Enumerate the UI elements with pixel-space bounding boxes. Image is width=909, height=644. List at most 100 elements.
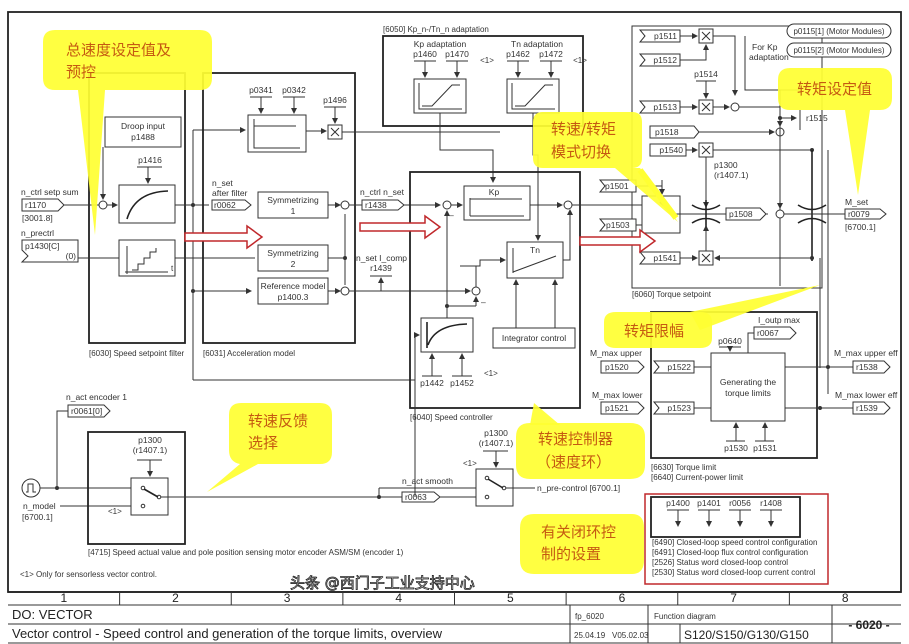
sum-nset xyxy=(340,200,350,210)
column-number-4: 4 xyxy=(395,591,402,605)
ts-switch-r: (r1407.1) xyxy=(714,170,749,180)
settings-highlight xyxy=(644,493,829,585)
settings-param-r1408: r1408 xyxy=(760,498,782,508)
sym2-num: 2 xyxy=(291,259,296,269)
diagram-title: Vector control - Speed control and gener… xyxy=(12,626,443,641)
tn-box xyxy=(506,241,564,279)
tn-note: <1> xyxy=(573,56,587,65)
p1512-connector xyxy=(638,53,681,67)
sw2-p: p1300 xyxy=(484,428,508,438)
speed-actual-value: n_act encoder 1 r0061[0] n_model [6700.1… xyxy=(20,392,620,579)
do-label: DO: VECTOR xyxy=(12,607,93,622)
column-number-6: 6 xyxy=(619,591,626,605)
p1540-text: p1540 xyxy=(659,145,683,155)
p1430-text: p1430[C] xyxy=(25,241,60,251)
nmodel-ref: [6700.1] xyxy=(22,512,53,522)
smoothing-box xyxy=(420,317,474,353)
settings-param-p1401: p1401 xyxy=(697,498,721,508)
ioutp-label: I_outp max xyxy=(758,315,801,325)
p1496: p1496 xyxy=(323,95,347,105)
p1514: p1514 xyxy=(694,69,718,79)
p1472: p1472 xyxy=(539,49,563,59)
r1515: r1515 xyxy=(806,113,828,123)
kp-note: <1> xyxy=(480,56,494,65)
speed-controller-note: <1> xyxy=(484,369,498,378)
motor-modules-1-text: p0115[1] (Motor Modules) xyxy=(793,27,884,36)
input-label: n_ctrl setp sum xyxy=(21,187,79,197)
droop-box xyxy=(104,116,182,148)
callout-torque-limit-text: 转矩限幅 xyxy=(624,322,684,340)
integrator-control xyxy=(492,327,576,349)
r1438-text: r1438 xyxy=(365,200,387,210)
p1508-text: p1508 xyxy=(729,209,753,219)
mset-label: M_set xyxy=(845,197,869,207)
r0067-connector xyxy=(753,326,797,340)
p1511-text: p1511 xyxy=(654,31,677,41)
accel-block xyxy=(202,72,356,344)
kp-tn-adaptation: [6050] Kp_n-/Tn_n adaptation Kp adaptati… xyxy=(382,25,587,241)
callout-closed-loop-l2: 制的设置 xyxy=(541,545,601,563)
sym1-num: 1 xyxy=(291,206,296,216)
column-number-5: 5 xyxy=(507,591,514,605)
feedback-switch xyxy=(130,477,169,516)
r0061-connector xyxy=(67,404,111,418)
p1430-connector xyxy=(20,239,79,263)
callout-mode-switch: 转速/转矩 模式切换 xyxy=(533,112,679,222)
mmax-upper-eff-label: M_max upper eff xyxy=(834,348,898,358)
callout-setpoint: 总速度设定值及 预控 xyxy=(43,30,212,235)
p1522-connector xyxy=(652,360,695,374)
callout-controller-l2: （速度环） xyxy=(536,453,611,471)
tn-curve-box xyxy=(506,78,560,114)
column-number-1: 1 xyxy=(60,591,67,605)
sum-speed-error xyxy=(442,200,452,210)
r0079-text: r0079 xyxy=(848,209,870,219)
limiter-1 xyxy=(691,200,721,228)
filter-caption: [6030] Speed setpoint filter xyxy=(89,349,185,358)
red-arrow-torque xyxy=(579,228,657,254)
p1541-text: p1541 xyxy=(653,253,677,263)
callout-closed-loop: 有关闭环控 制的设置 xyxy=(520,514,644,574)
nset-label: n_set xyxy=(212,178,233,188)
sym1-label: Symmetrizing xyxy=(267,195,319,205)
mmax-lower-label: M_max lower xyxy=(592,390,643,400)
generating-torque-limits xyxy=(710,352,786,422)
enc-label: n_act encoder 1 xyxy=(66,392,127,402)
p1513-connector xyxy=(638,100,681,114)
callout-feedback-l2: 选择 xyxy=(248,434,278,452)
sum-icomp xyxy=(471,286,481,296)
torque-setpoint-caption: [6060] Torque setpoint xyxy=(632,290,712,299)
p1530: p1530 xyxy=(724,443,748,453)
ref-param: p1400.3 xyxy=(278,292,309,302)
nmodel-label: n_model xyxy=(23,501,56,511)
p1503-text: p1503 xyxy=(606,220,630,230)
red-arrow-setpoint xyxy=(184,224,264,250)
p1540-connector xyxy=(649,143,687,157)
callout-mode-l2: 模式切换 xyxy=(551,143,611,161)
kp-adapt-l2: adaptation xyxy=(749,52,789,62)
footnote: <1> Only for sensorless vector control. xyxy=(20,570,157,579)
p1520-text: p1520 xyxy=(605,362,629,372)
kp-label: Kp xyxy=(489,187,500,197)
callout-mode-l1: 转速/转矩 xyxy=(551,120,616,138)
ts-switch-p: p1300 xyxy=(714,160,738,170)
mset-ref: [6700.1] xyxy=(845,222,876,232)
accel-caption: [6031] Acceleration model xyxy=(203,349,295,358)
tn-label: Tn xyxy=(530,245,540,255)
mmax-lower-eff-label: M_max lower eff xyxy=(835,390,898,400)
p0640: p0640 xyxy=(718,336,742,346)
sw2-r: (r1407.1) xyxy=(479,438,514,448)
page-number: - 6020 - xyxy=(848,618,889,632)
speed-controller-caption: [6040] Speed controller xyxy=(410,413,493,422)
settings-block xyxy=(650,496,801,538)
droop-param: p1488 xyxy=(131,132,155,142)
r0063-connector xyxy=(401,491,441,503)
settings-ref-2526: [2526] Status word closed-loop control xyxy=(652,558,788,567)
encoder-block xyxy=(87,431,186,545)
red-arrow-controller xyxy=(359,214,442,240)
kp-box xyxy=(463,185,531,221)
date: 25.04.19 xyxy=(574,631,606,640)
speed-controller: [6040] Speed controller – Kp Tn – Integr… xyxy=(409,171,618,490)
p1518-text: p1518 xyxy=(655,127,679,137)
